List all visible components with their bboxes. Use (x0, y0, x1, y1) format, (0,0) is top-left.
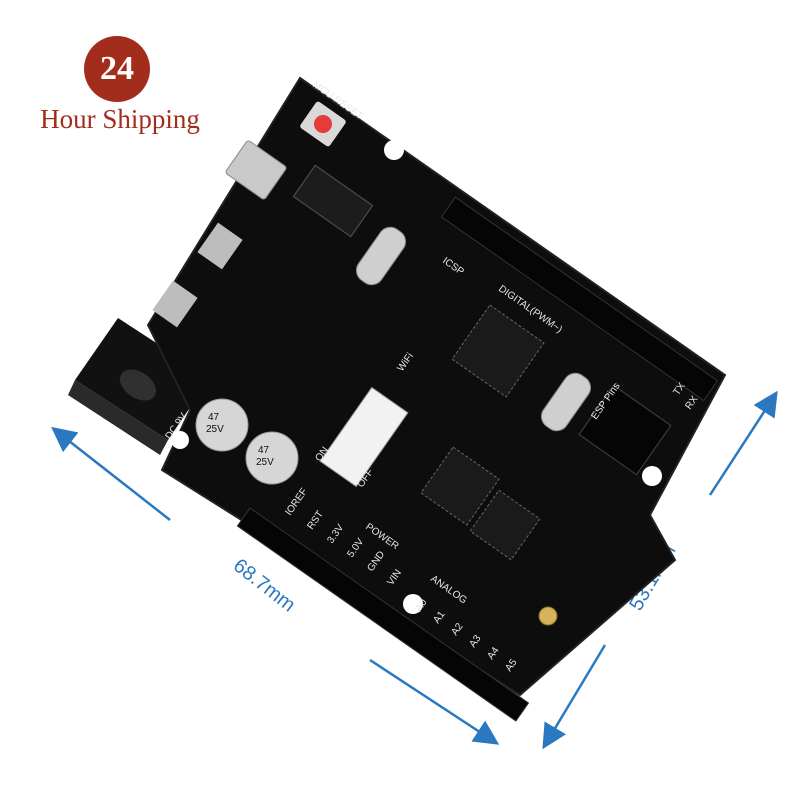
main-microcontroller (451, 304, 545, 398)
wifi-chip (420, 446, 500, 526)
digital-header (440, 196, 719, 402)
shipping-badge: 24 (84, 36, 150, 102)
pcb-board: MCU RESET 47 25V 47 25V (146, 76, 727, 722)
mounting-hole (403, 594, 423, 614)
micro-usb-port (225, 140, 287, 200)
svg-text:25V: 25V (206, 424, 224, 435)
flash-chip (469, 489, 541, 561)
width-dimension-label: 68.7mm (229, 555, 299, 617)
shipping-caption: Hour Shipping (40, 104, 200, 134)
usb-serial-chip (292, 164, 374, 238)
mounting-hole (384, 140, 404, 160)
power-analog-header (236, 507, 530, 722)
svg-text:47: 47 (208, 412, 220, 423)
dc-barrel-jack (68, 318, 210, 455)
esp-pins-header (578, 384, 672, 476)
crystal-oscillator (355, 226, 407, 286)
dip-switch-block (319, 386, 409, 488)
svg-text:47: 47 (258, 445, 270, 456)
crystal-oscillator (540, 372, 592, 432)
mounting-hole (171, 431, 189, 449)
width-dimension-arrow-right (369, 658, 500, 745)
voltage-regulator (152, 280, 198, 328)
electrolytic-capacitor: 47 25V (195, 398, 249, 452)
width-dimension-arrow-left (51, 426, 171, 521)
electrolytic-capacitor: 47 25V (245, 431, 299, 485)
reset-button (300, 101, 346, 147)
mounting-hole (642, 466, 662, 486)
svg-text:25V: 25V (256, 457, 274, 468)
antenna-connector (538, 606, 558, 626)
voltage-regulator (197, 222, 243, 270)
height-dimension-arrow-bottom (542, 644, 607, 750)
height-dimension-arrow-top (708, 390, 778, 496)
